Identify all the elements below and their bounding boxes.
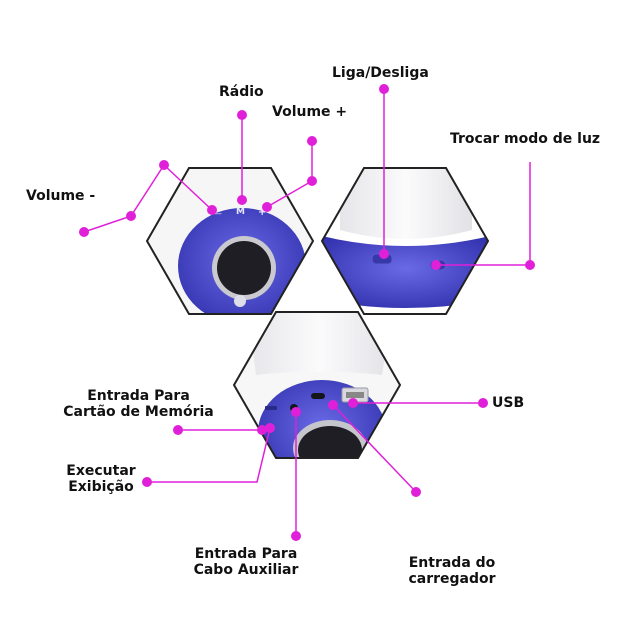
- label-volume-plus: Volume +: [272, 104, 348, 120]
- left-hexagon-frame: [145, 167, 315, 315]
- volume-minus-dot-inner: [207, 205, 217, 215]
- label-entrada-aux: Entrada Para Cabo Auxiliar: [188, 546, 304, 578]
- radio-dot-inner: [237, 195, 247, 205]
- label-entrada-carregador-line1: Entrada do: [408, 555, 496, 571]
- volume-minus-dot-outer: [79, 227, 89, 237]
- bottom-speaker-grille: [298, 426, 362, 458]
- memory-card-dot-inner: [257, 425, 267, 435]
- label-entrada-cartao-line1: Entrada Para: [87, 388, 190, 404]
- speaker-grille: [217, 241, 271, 295]
- label-entrada-carregador-line2: carregador: [408, 571, 496, 587]
- usb-port-inner: [346, 392, 364, 398]
- side-view-hexagon: [322, 168, 488, 314]
- charger-port: [311, 393, 325, 399]
- volume-minus-dot-mid: [126, 211, 136, 221]
- executar-dot-inner: [265, 423, 275, 433]
- light-mode-dot-inner: [431, 260, 441, 270]
- executar-dot-outer: [142, 477, 152, 487]
- mode-marking: M: [236, 207, 245, 217]
- volume-minus-dot-upper: [159, 160, 169, 170]
- charger-dot-outer: [411, 487, 421, 497]
- label-executar-line1: Executar: [66, 463, 136, 479]
- memory-card-slot: [265, 406, 277, 410]
- top-view-hexagon: [147, 168, 313, 314]
- light-mode-dot-outer: [525, 260, 535, 270]
- callout-lines: [83, 89, 531, 536]
- label-liga-desliga: Liga/Desliga: [332, 65, 429, 81]
- aux-dot-outer: [291, 531, 301, 541]
- lamp-body-bottom: [248, 312, 392, 375]
- volume-plus-dot-outer: [307, 136, 317, 146]
- usb-dot-outer: [478, 398, 488, 408]
- label-entrada-aux-line2: Cabo Auxiliar: [193, 562, 299, 578]
- volume-minus-line: [83, 163, 213, 233]
- device-side-blue-base: [322, 236, 488, 308]
- power-dot-outer: [379, 84, 389, 94]
- usb-dot-inner: [348, 398, 358, 408]
- right-hexagon-frame: [320, 167, 490, 315]
- label-usb: USB: [492, 395, 525, 411]
- label-entrada-carregador: Entrada do carregador: [402, 555, 502, 587]
- top-logo-dot: [234, 295, 246, 307]
- label-radio: Rádio: [219, 84, 264, 100]
- lamp-shade: [340, 168, 472, 239]
- volume-plus-dot-inner: [262, 202, 272, 212]
- bottom-hexagon-frame: [232, 311, 402, 459]
- label-entrada-aux-line1: Entrada Para: [194, 546, 298, 562]
- executar-line: [147, 427, 271, 483]
- label-entrada-cartao: Entrada Para Cartão de Memória: [56, 388, 221, 420]
- charger-line: [332, 404, 417, 493]
- label-executar-exibicao: Executar Exibição: [60, 463, 142, 495]
- power-dot-inner: [379, 249, 389, 259]
- volume-plus-dot-mid: [307, 176, 317, 186]
- memory-card-dot-outer: [173, 425, 183, 435]
- aux-dot-inner: [291, 407, 301, 417]
- label-executar-line2: Exibição: [68, 479, 134, 495]
- plus-marking: +: [258, 207, 266, 218]
- radio-dot-outer: [237, 110, 247, 120]
- minus-marking: —: [213, 209, 222, 219]
- callout-dots: [79, 84, 535, 541]
- label-volume-minus: Volume -: [26, 188, 96, 204]
- label-entrada-cartao-line2: Cartão de Memória: [63, 404, 214, 420]
- label-trocar-modo-de-luz: Trocar modo de luz: [450, 131, 601, 147]
- charger-dot-inner: [328, 400, 338, 410]
